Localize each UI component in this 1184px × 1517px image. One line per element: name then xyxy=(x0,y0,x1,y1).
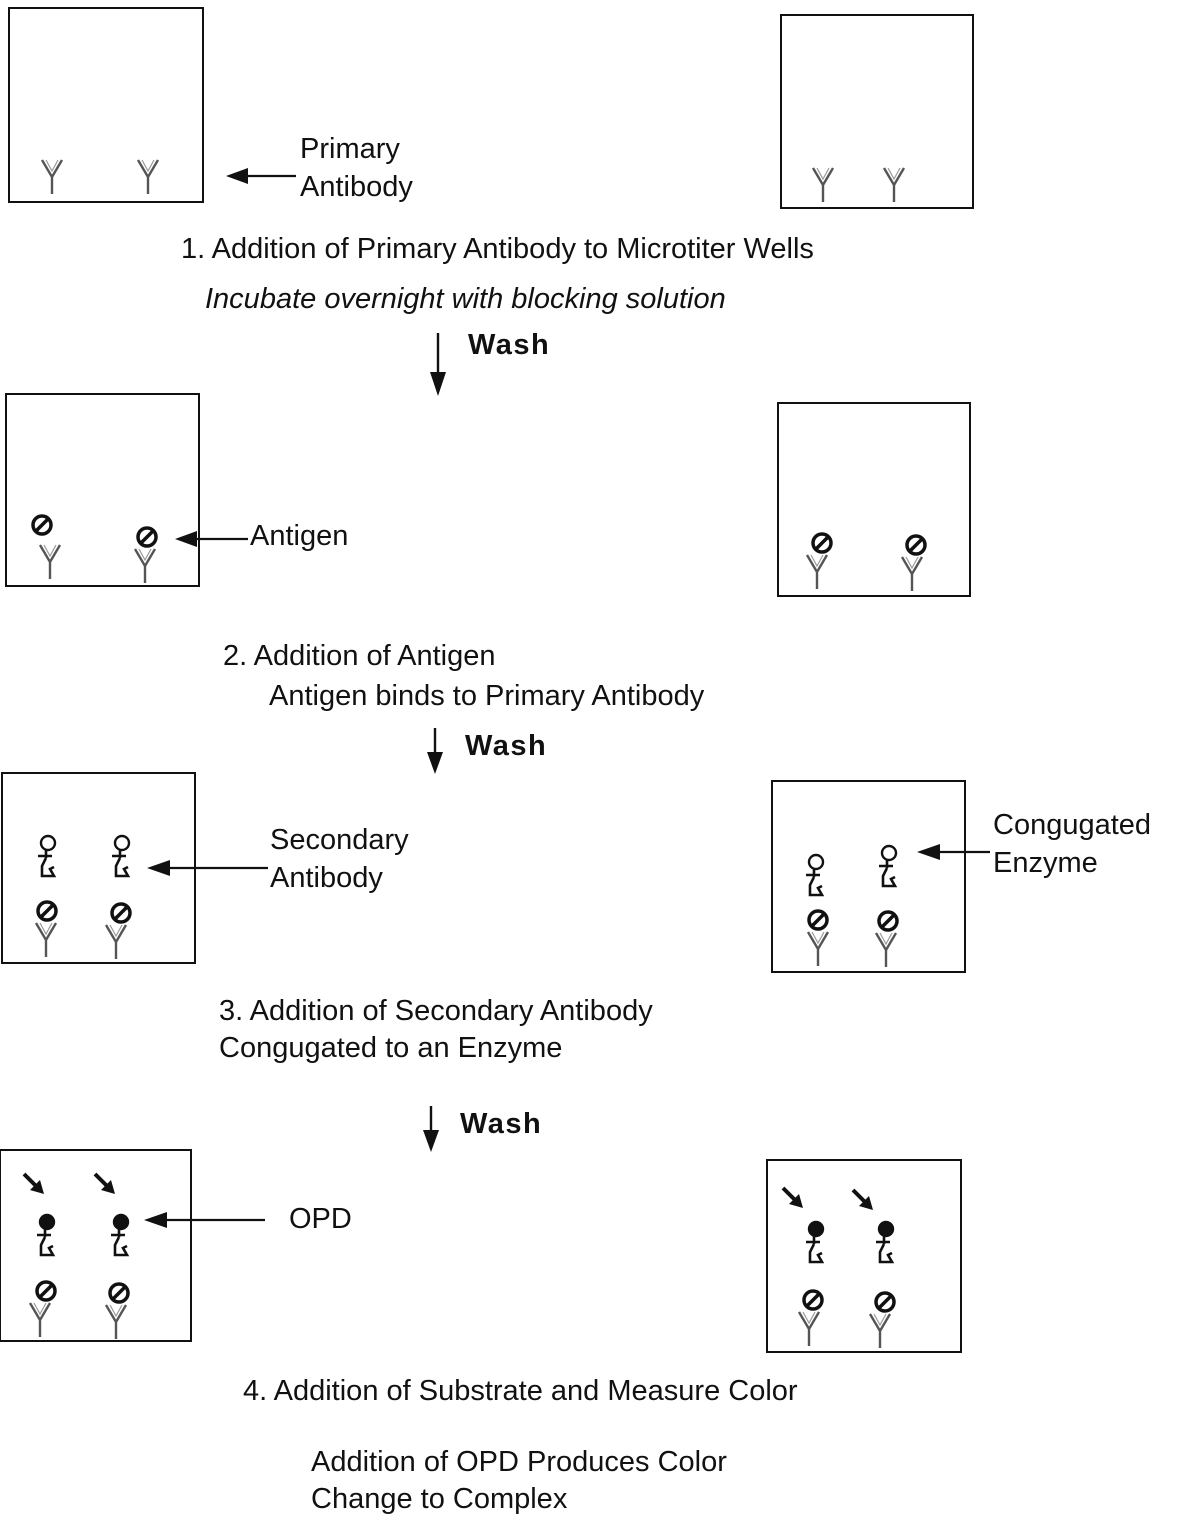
primary-antibody-icon xyxy=(104,1303,128,1341)
arrow-to-primary-antibody xyxy=(226,168,296,184)
step3-caption-line2: Congugated to an Enzyme xyxy=(219,1032,563,1064)
substrate-arrow-icon xyxy=(93,1172,117,1196)
secondary-antibody-enzyme-icon xyxy=(109,1213,130,1257)
antigen-icon xyxy=(877,910,899,932)
step1-caption: 1. Addition of Primary Antibody to Micro… xyxy=(181,233,814,265)
well-2-left xyxy=(5,393,200,587)
label-secondary-antibody: Antibody xyxy=(270,862,383,894)
antigen-icon xyxy=(905,534,927,556)
label-opd: OPD xyxy=(289,1203,352,1235)
step4-note-line2: Change to Complex xyxy=(311,1483,568,1515)
substrate-arrow-icon xyxy=(781,1186,805,1210)
wash-label-3: Wash xyxy=(460,1108,543,1140)
secondary-antibody-icon xyxy=(804,853,825,897)
primary-antibody-icon xyxy=(133,547,157,585)
label-secondary: Secondary xyxy=(270,824,409,856)
antigen-icon xyxy=(31,514,53,536)
step3-caption-line1: 3. Addition of Secondary Antibody xyxy=(219,995,653,1027)
substrate-arrow-icon xyxy=(22,1172,46,1196)
arrow-to-opd xyxy=(144,1212,265,1228)
primary-antibody-icon xyxy=(136,158,160,196)
secondary-antibody-enzyme-icon xyxy=(804,1220,825,1264)
antigen-icon xyxy=(807,909,829,931)
primary-antibody-icon xyxy=(38,543,62,581)
wash-arrow-3 xyxy=(423,1106,439,1152)
label-primary-antibody: Antibody xyxy=(300,171,413,203)
label-enzyme: Enzyme xyxy=(993,847,1098,879)
secondary-antibody-icon xyxy=(110,834,131,878)
primary-antibody-icon xyxy=(797,1310,821,1348)
well-2-right xyxy=(777,402,971,597)
antigen-icon xyxy=(136,526,158,548)
label-primary: Primary xyxy=(300,133,400,165)
secondary-antibody-enzyme-icon xyxy=(35,1213,56,1257)
label-antigen: Antigen xyxy=(250,520,349,552)
antigen-icon xyxy=(108,1282,130,1304)
primary-antibody-icon xyxy=(811,166,835,204)
antigen-icon xyxy=(811,532,833,554)
primary-antibody-icon xyxy=(900,555,924,593)
primary-antibody-icon xyxy=(34,921,58,959)
primary-antibody-icon xyxy=(874,931,898,969)
well-4-left xyxy=(0,1149,192,1342)
well-4-right xyxy=(766,1159,962,1353)
step2-caption: 2. Addition of Antigen xyxy=(223,640,496,672)
primary-antibody-icon xyxy=(104,923,128,961)
wash-label-2: Wash xyxy=(465,730,548,762)
primary-antibody-icon xyxy=(806,930,830,968)
wash-label-1: Wash xyxy=(468,329,551,361)
primary-antibody-icon xyxy=(40,158,64,196)
antigen-icon xyxy=(110,902,132,924)
label-congugated: Congugated xyxy=(993,809,1152,841)
antigen-icon xyxy=(35,1280,57,1302)
step1-note: Incubate overnight with blocking solutio… xyxy=(205,283,726,315)
antigen-icon xyxy=(802,1289,824,1311)
primary-antibody-icon xyxy=(868,1312,892,1350)
step2-note: Antigen binds to Primary Antibody xyxy=(269,680,705,712)
arrow-to-conjugated-enzyme xyxy=(917,844,990,860)
primary-antibody-icon xyxy=(882,166,906,204)
well-1-left xyxy=(8,7,204,203)
arrow-to-secondary-antibody xyxy=(147,860,268,876)
secondary-antibody-icon xyxy=(877,844,898,888)
arrow-to-antigen xyxy=(175,531,248,547)
step4-caption: 4. Addition of Substrate and Measure Col… xyxy=(243,1375,798,1407)
well-1-right xyxy=(780,14,974,209)
primary-antibody-icon xyxy=(805,553,829,591)
wash-arrow-2 xyxy=(427,728,443,774)
antigen-icon xyxy=(36,900,58,922)
primary-antibody-icon xyxy=(28,1301,52,1339)
secondary-antibody-icon xyxy=(36,834,57,878)
substrate-arrow-icon xyxy=(851,1188,875,1212)
antigen-icon xyxy=(874,1291,896,1313)
step4-note-line1: Addition of OPD Produces Color xyxy=(311,1446,727,1478)
well-3-right xyxy=(771,780,966,973)
wash-arrow-1 xyxy=(430,333,446,396)
secondary-antibody-enzyme-icon xyxy=(874,1220,895,1264)
